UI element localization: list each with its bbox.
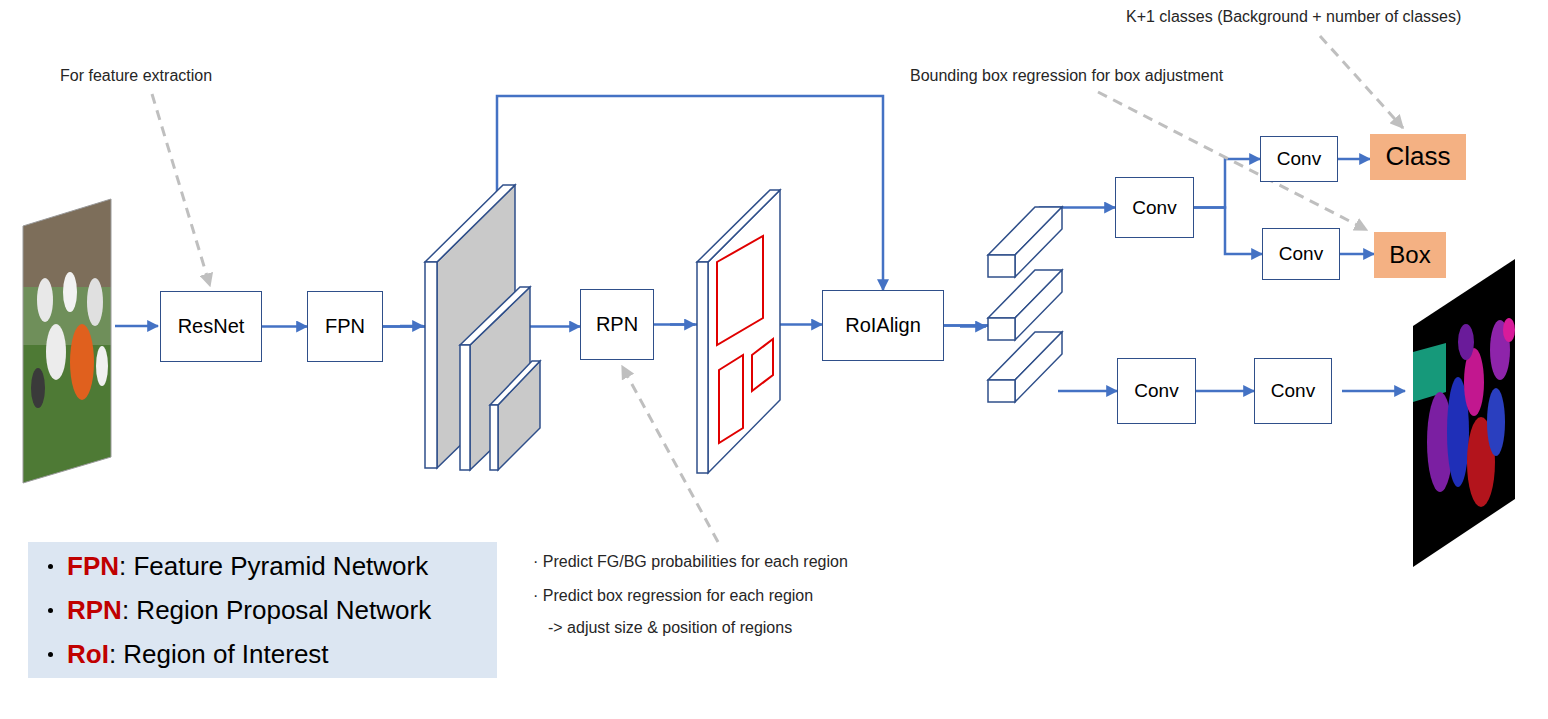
abbreviation: RoI	[67, 639, 109, 669]
box-label: Box	[1389, 241, 1430, 269]
box-label: Conv	[1271, 380, 1315, 402]
photo-player	[46, 324, 66, 380]
leader-line	[1320, 36, 1403, 128]
photo-player	[31, 368, 45, 408]
pyramid-box: FPN	[307, 291, 383, 362]
roi-align-box: RoIAlign	[822, 290, 944, 361]
box-label: Conv	[1134, 380, 1178, 402]
flow-arrow	[262, 325, 307, 328]
pyramid-edge	[460, 287, 530, 345]
input-photo	[20, 195, 115, 490]
panel-row: FPN: Feature Pyramid Network	[48, 551, 428, 581]
box-label: ResNet	[178, 315, 245, 338]
conv-box: Conv	[1262, 228, 1340, 280]
box-label: RPN	[596, 313, 638, 336]
backbone-box: ResNet	[160, 291, 262, 362]
box-label: Conv	[1277, 148, 1321, 170]
conv-box: Conv	[1254, 358, 1332, 424]
flow-arrow	[1340, 253, 1374, 256]
photo-crowd	[20, 195, 115, 287]
photo-player	[70, 324, 94, 400]
photo-player	[37, 278, 53, 322]
pyramid-edge	[490, 405, 498, 470]
pyramid-edge	[425, 262, 437, 468]
bullet-dot	[48, 652, 53, 657]
proposal-box-red	[717, 236, 763, 345]
output-box: Class	[1370, 134, 1466, 180]
abbreviation: FPN	[67, 551, 119, 581]
box-label: FPN	[325, 315, 365, 338]
mask-segment	[1503, 318, 1515, 342]
sheet-edge	[697, 262, 708, 473]
pyramid-edge	[425, 185, 515, 262]
callout-note: · Predict FG/BG probabilities for each r…	[533, 552, 848, 571]
sheet-arrow	[670, 323, 695, 326]
flow-arrow	[1196, 390, 1254, 393]
roi-cube-front	[988, 255, 1015, 277]
bullet-dot	[48, 608, 53, 613]
abbreviation-meaning: : Feature Pyramid Network	[119, 551, 428, 581]
flow-arrow	[1194, 208, 1262, 255]
leader-line	[1098, 92, 1367, 230]
callout-note: Bounding box regression for box adjustme…	[910, 66, 1223, 85]
box-label: Class	[1385, 142, 1450, 172]
callout-note: -> adjust size & position of regions	[548, 618, 792, 637]
mask-segments	[1413, 318, 1515, 507]
abbreviation-panel: FPN: Feature Pyramid NetworkRPN: Region …	[28, 542, 497, 678]
output-box: Box	[1374, 232, 1446, 278]
flow-arrow	[1338, 158, 1370, 161]
box-label: Conv	[1132, 197, 1176, 219]
proposal-box-red	[752, 339, 773, 391]
conv-box: Conv	[1117, 358, 1196, 424]
mask-segment	[1487, 388, 1505, 456]
proposal-box: RPN	[580, 289, 654, 360]
pyramid-edge	[460, 345, 470, 470]
callout-note: For feature extraction	[60, 66, 212, 85]
proposal-box-red	[719, 355, 743, 443]
photo-grass	[20, 345, 115, 490]
box-label: RoIAlign	[845, 314, 921, 337]
pyramid-arrow	[400, 325, 423, 328]
panel-row: RoI: Region of Interest	[48, 639, 329, 669]
roi-cube-side	[1015, 270, 1062, 340]
panel-row: RPN: Region Proposal Network	[48, 595, 431, 625]
photo-frame	[23, 199, 111, 483]
roi-cube-front	[988, 380, 1015, 402]
abbreviation-meaning: : Region of Interest	[109, 639, 329, 669]
photo-player	[87, 278, 103, 326]
roi-arrow	[960, 325, 986, 328]
roi-features	[988, 207, 1062, 402]
conv-box: Conv	[1115, 177, 1194, 238]
callout-note: K+1 classes (Background + number of clas…	[1126, 7, 1461, 26]
abbreviation-meaning: : Region Proposal Network	[122, 595, 431, 625]
bullet-dot	[48, 564, 53, 569]
input-arrow	[115, 325, 158, 328]
callout-note: · Predict box regression for each region	[533, 586, 813, 605]
sheet-face	[708, 190, 780, 473]
proposal-sheet	[697, 190, 780, 473]
box-label: Conv	[1279, 243, 1323, 265]
abbreviation: RPN	[67, 595, 122, 625]
roi-cube-side	[1015, 332, 1062, 402]
mask-segment	[1458, 324, 1474, 360]
pyramid-edge	[490, 361, 540, 405]
leader-line	[622, 366, 718, 542]
roi-cube-front	[988, 318, 1015, 340]
sheet-edge	[697, 190, 780, 262]
feature-pyramid	[425, 185, 540, 470]
roi-cube-side	[1015, 207, 1062, 277]
conv-box: Conv	[1260, 136, 1338, 182]
flow-arrow	[1194, 159, 1260, 208]
mask-output	[1413, 259, 1515, 567]
photo-player	[63, 272, 77, 312]
photo-player	[96, 346, 108, 386]
mask-arrow	[1342, 390, 1405, 393]
leader-line	[152, 94, 210, 286]
